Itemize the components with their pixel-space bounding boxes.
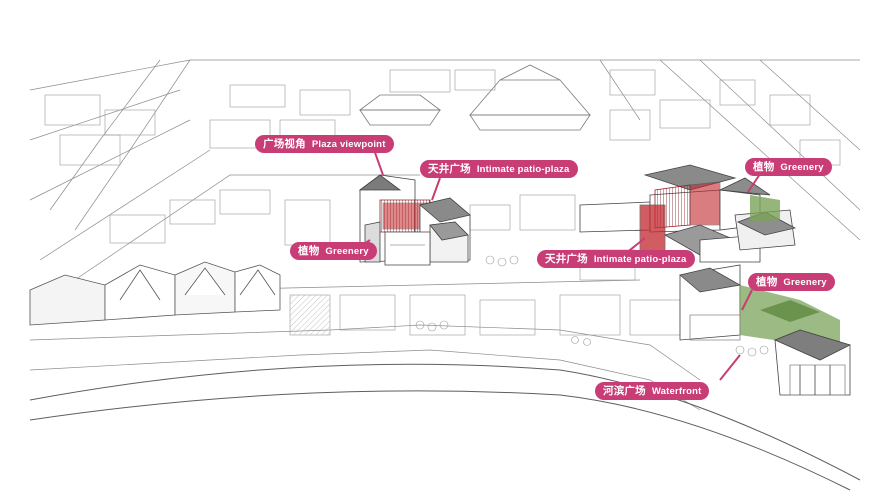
background-blocks (44, 69, 841, 336)
center-right-cluster (579, 164, 797, 263)
river-edge (29, 363, 861, 491)
left-house-row (29, 261, 281, 326)
lower-right-cluster (679, 264, 852, 396)
left-cluster (358, 174, 471, 266)
tree-circles (415, 255, 769, 357)
temple-roof (358, 64, 591, 131)
